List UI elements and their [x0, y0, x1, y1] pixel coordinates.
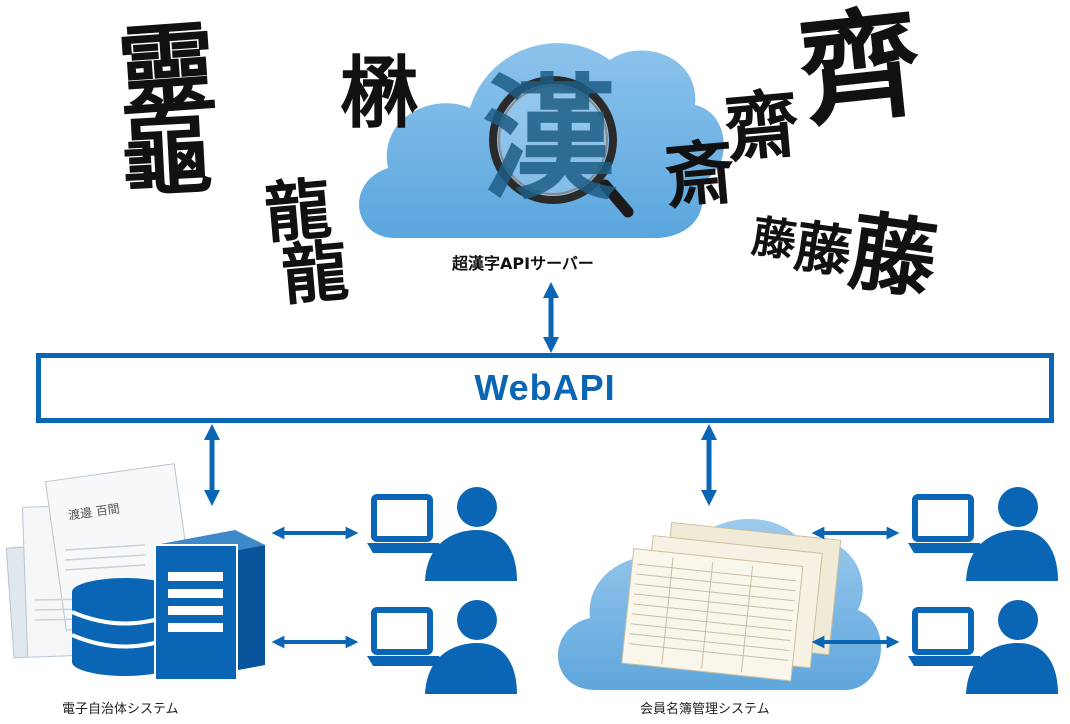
variant-glyph: 龜 — [117, 97, 215, 211]
server-cloud — [359, 43, 724, 239]
user-laptop-icon — [908, 600, 1058, 694]
server-label: 超漢字APIサーバー — [452, 254, 594, 273]
server-center-glyph: 漢 — [482, 60, 617, 218]
right-system-label: 会員名簿管理システム — [640, 702, 770, 717]
webapi-bar: WebAPI — [36, 353, 1054, 423]
variant-glyph: 藤 — [790, 213, 856, 287]
user-laptop-icon — [908, 487, 1058, 581]
variant-glyph: 藤 — [748, 211, 800, 268]
variant-glyph: 楙 — [340, 48, 419, 139]
variant-glyph: 齊 — [792, 0, 927, 144]
variant-glyph: 龍 — [278, 231, 352, 315]
server-icon — [154, 530, 265, 681]
user-laptop-icon — [367, 487, 517, 581]
variant-glyph: 斎 — [661, 130, 739, 219]
webapi-label: WebAPI — [474, 367, 616, 408]
left-system-label: 電子自治体システム — [62, 702, 179, 717]
variant-glyph: 齋 — [721, 80, 803, 174]
magnifier-icon — [489, 76, 634, 218]
member-list-cloud — [557, 518, 882, 690]
user-laptop-icon — [367, 600, 517, 694]
variant-glyph: 藤 — [843, 200, 943, 313]
